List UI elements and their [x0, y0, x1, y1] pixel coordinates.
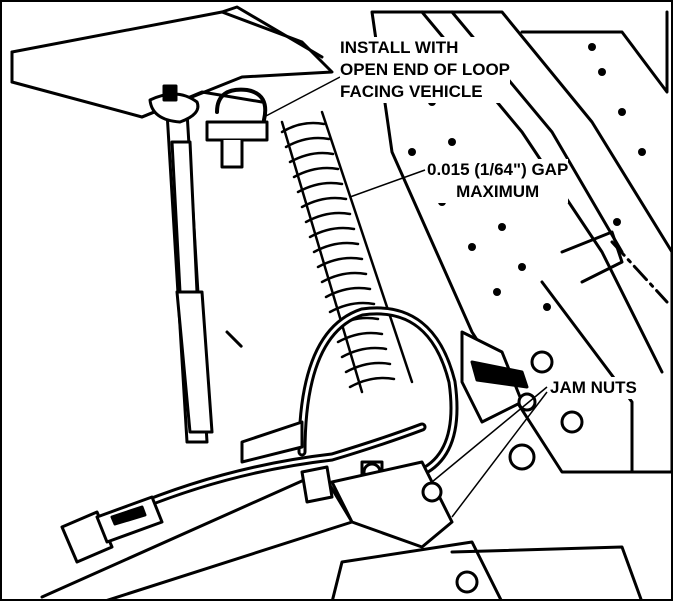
leader-gap — [349, 169, 426, 198]
install-callout: INSTALL WITH OPEN END OF LOOP FACING VEH… — [340, 37, 511, 103]
perforated-rail — [370, 10, 671, 474]
gap-callout: 0.015 (1/64") GAP MAXIMUM — [427, 159, 569, 203]
jam-nuts-callout: JAM NUTS — [550, 377, 637, 399]
leader-install — [263, 76, 341, 118]
install-callout-line-2: OPEN END OF LOOP — [340, 60, 511, 79]
install-callout-line-3: FACING VEHICLE — [340, 82, 483, 101]
leader-jam-nut-1 — [431, 386, 548, 483]
loop-clamp — [215, 87, 268, 122]
install-callout-line-1: INSTALL WITH — [340, 38, 459, 57]
lower-cylinder — [40, 470, 354, 599]
gap-callout-line-2: MAXIMUM — [456, 182, 540, 201]
coil-spring — [280, 110, 414, 394]
gap-callout-line-1: 0.015 (1/64") GAP — [427, 160, 569, 179]
leader-jam-nut-2 — [451, 391, 548, 518]
jam-nuts-label: JAM NUTS — [550, 378, 637, 397]
